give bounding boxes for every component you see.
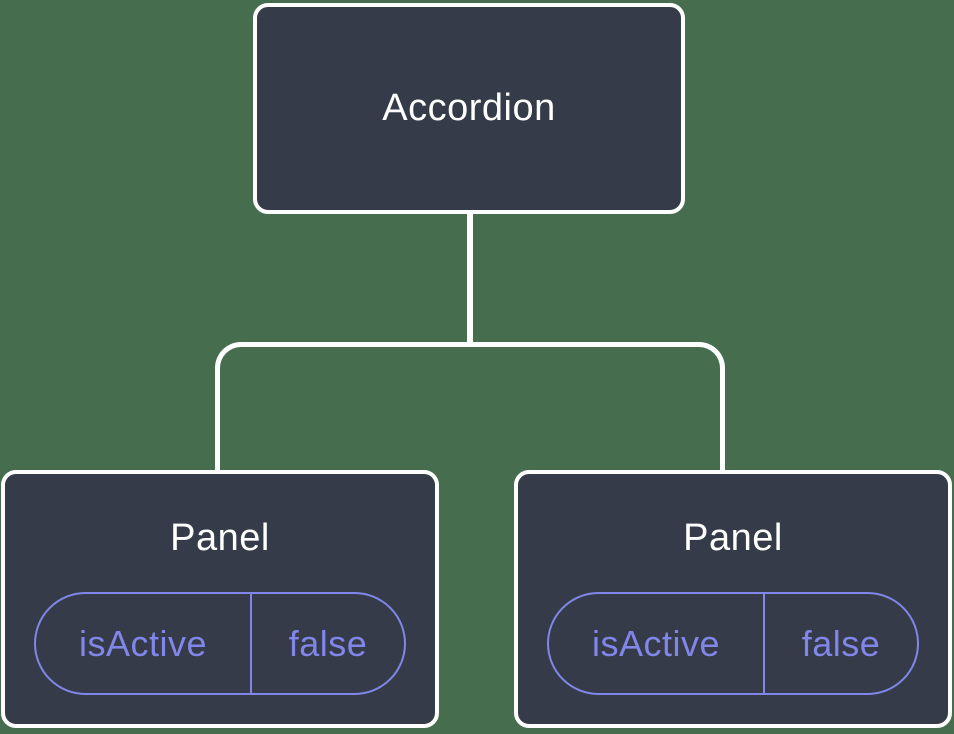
- tree-node-panel-1: Panel isActive false: [1, 470, 439, 728]
- tree-node-accordion: Accordion: [253, 3, 685, 214]
- connector-branch-bracket: [215, 342, 725, 470]
- panel-2-state-pill: isActive false: [547, 592, 919, 695]
- panel-1-state-key: isActive: [36, 594, 252, 693]
- panel-1-label: Panel: [170, 517, 270, 559]
- panel-1-state-pill: isActive false: [34, 592, 406, 695]
- connector-stem-line: [467, 212, 473, 345]
- panel-1-state-value: false: [288, 622, 368, 664]
- panel-2-label: Panel: [683, 517, 783, 559]
- panel-2-state-key: isActive: [549, 594, 765, 693]
- tree-node-panel-2: Panel isActive false: [514, 470, 952, 728]
- accordion-node-label: Accordion: [382, 87, 556, 129]
- panel-2-state-value: false: [801, 622, 881, 664]
